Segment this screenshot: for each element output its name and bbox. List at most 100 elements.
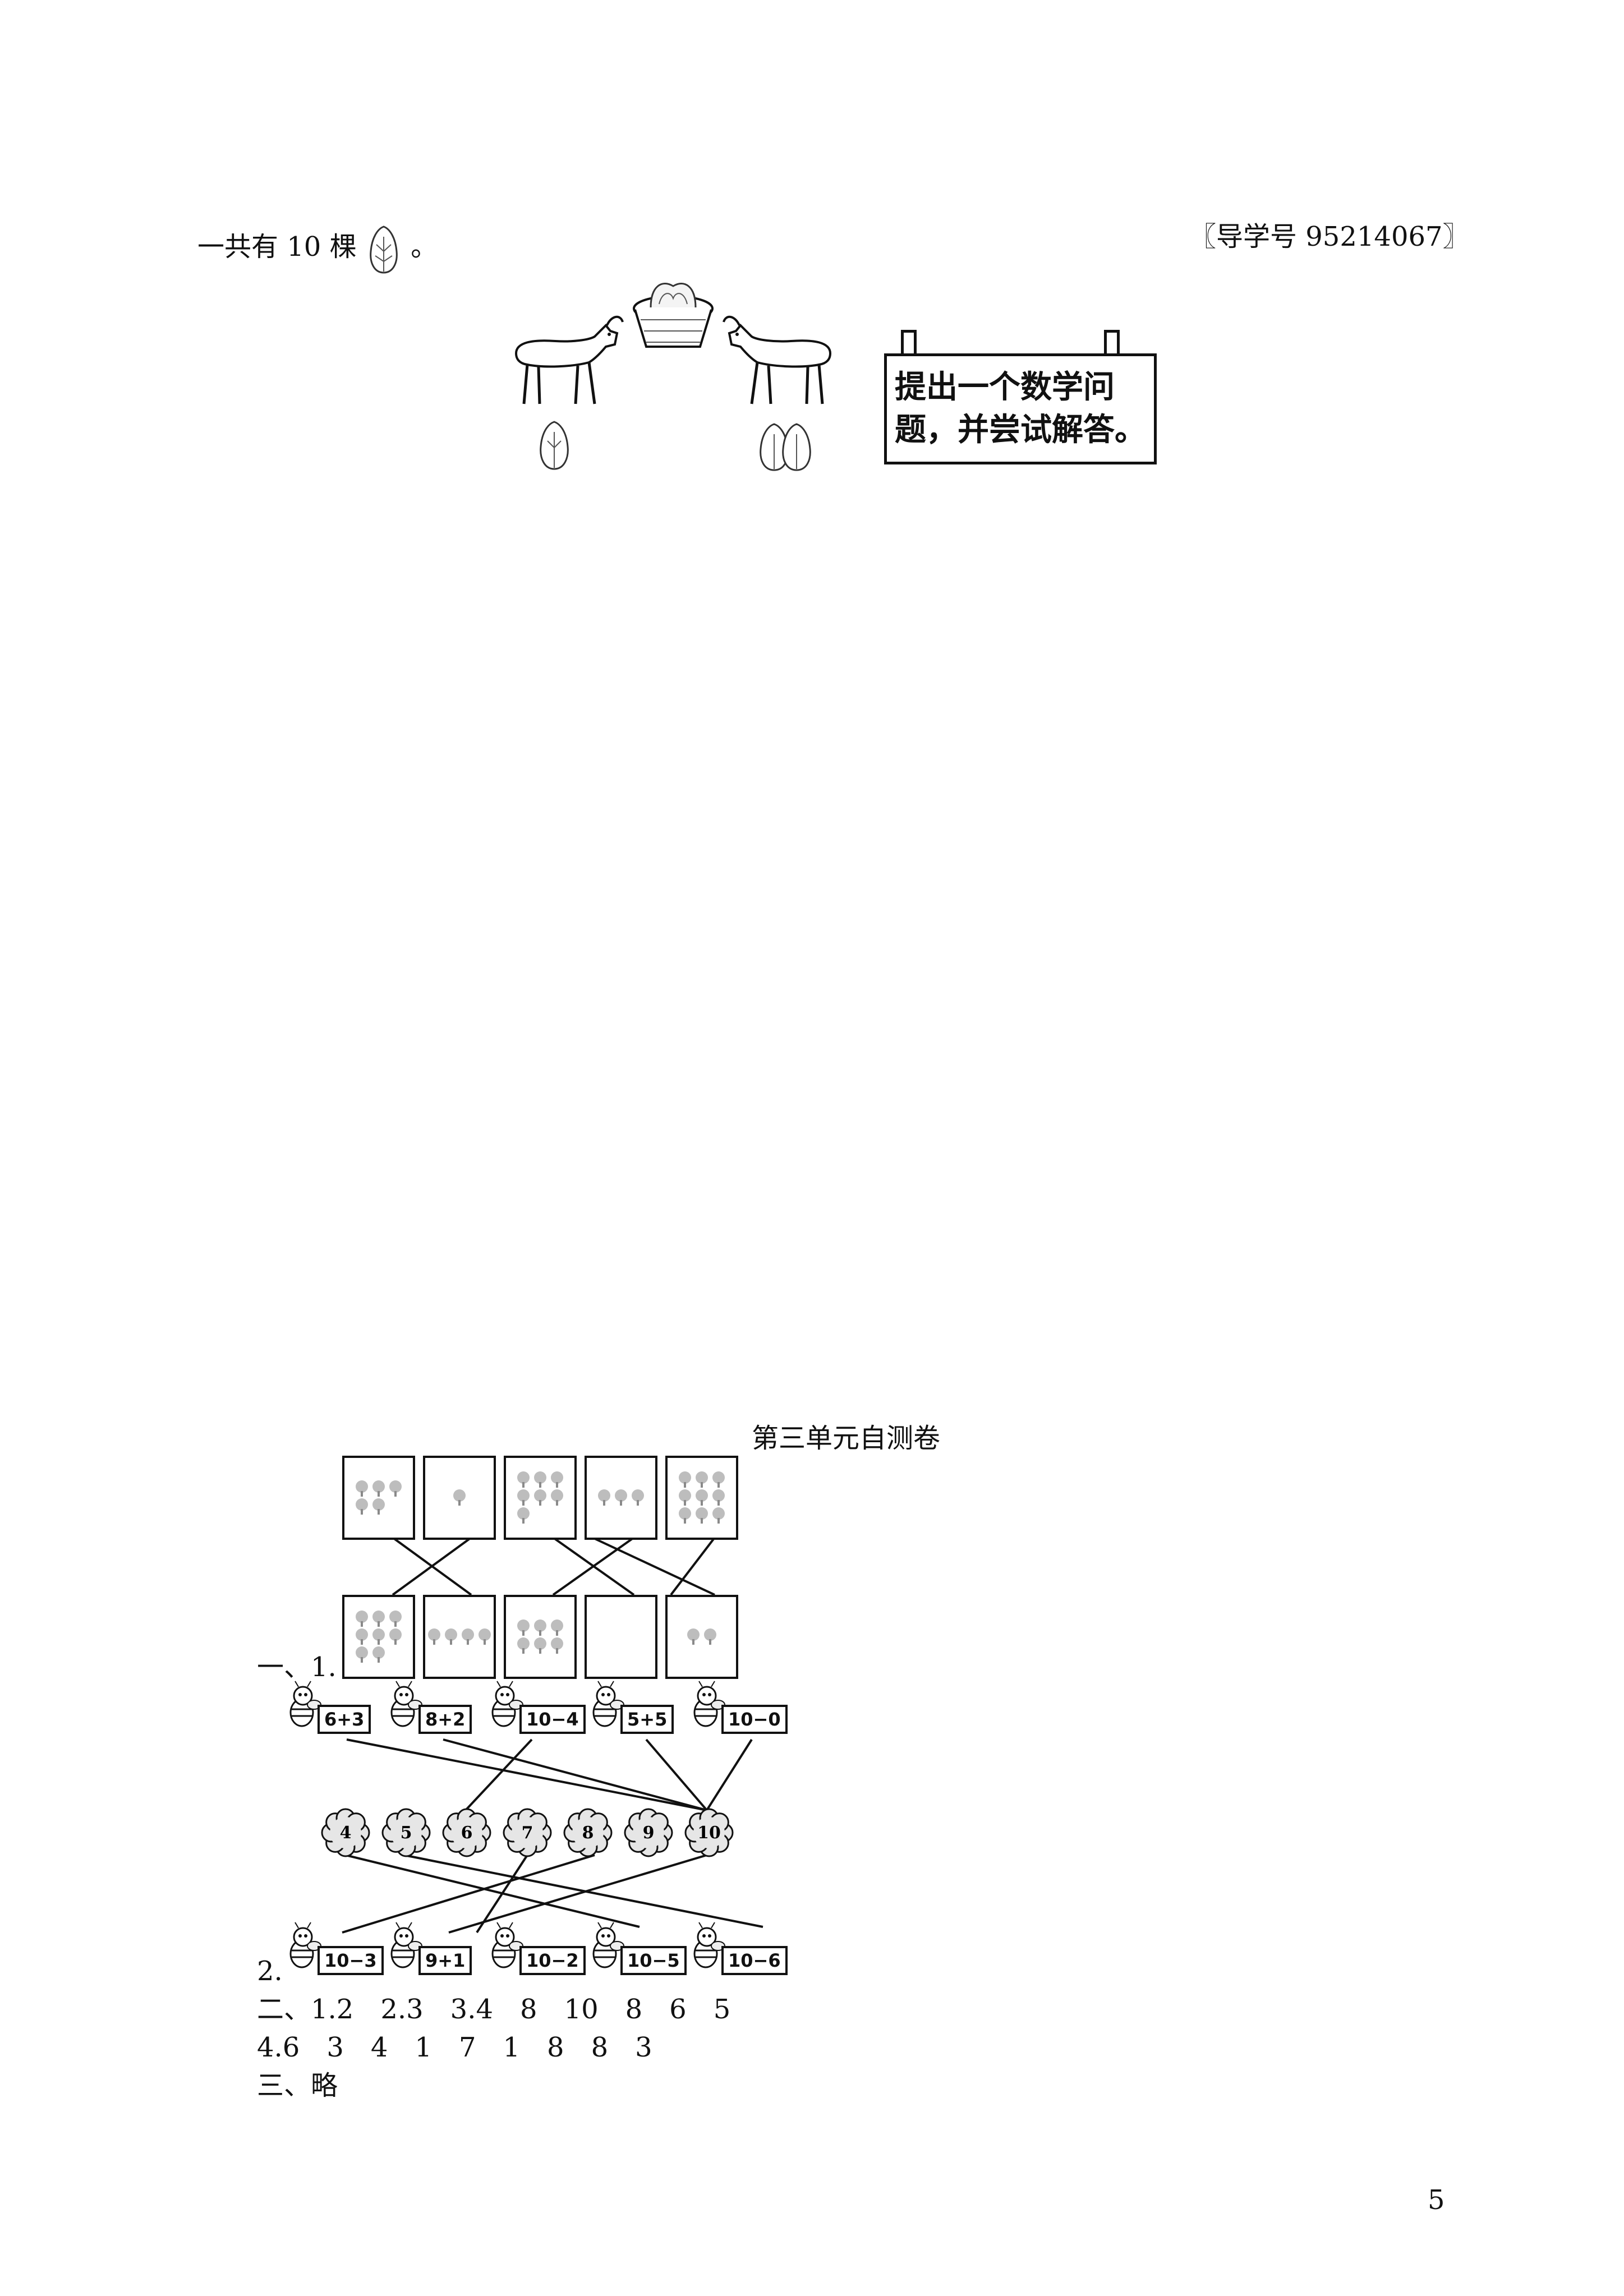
tree-icon — [679, 1507, 691, 1524]
sign-line-1: 提出一个数学问 — [895, 369, 1115, 406]
tree-icon — [534, 1637, 546, 1654]
tree-icon — [462, 1628, 474, 1645]
tree-icon — [534, 1619, 546, 1636]
flower-number: 10 — [697, 1823, 721, 1843]
bee-icon — [491, 1681, 523, 1727]
tree-icon — [517, 1637, 530, 1654]
q1-label: 一、1. — [257, 1651, 337, 1683]
bee-expression-label: 5+5 — [620, 1705, 674, 1734]
tree-icon — [445, 1628, 457, 1645]
bee-icon — [693, 1922, 725, 1968]
tree-card — [342, 1595, 415, 1679]
bee-icon — [289, 1681, 321, 1727]
q2-label: 2. — [257, 1955, 283, 1987]
tree-icon — [372, 1480, 385, 1497]
tree-icon — [356, 1480, 368, 1497]
bee-expression-label: 9+1 — [418, 1946, 472, 1975]
tree-icon — [534, 1471, 546, 1488]
tree-icon — [712, 1507, 725, 1524]
flower-icon: 4 — [321, 1808, 370, 1857]
tree-icon — [372, 1498, 385, 1515]
flower-number: 8 — [582, 1823, 594, 1843]
matching-lines-2 — [342, 1738, 763, 1934]
bee-icon — [289, 1922, 321, 1968]
tree-card — [665, 1595, 738, 1679]
tree-icon — [712, 1489, 725, 1506]
tree-icon — [679, 1489, 691, 1506]
tree-icon — [372, 1646, 385, 1663]
matching-diagram-2: 6+3 8+2 10−4 5+5 10−0 4 5 6 7 8 9 10 10−3 9+1 10−2 10… — [280, 1680, 788, 1983]
flower-icon: 5 — [381, 1808, 431, 1857]
flower-icon: 9 — [624, 1808, 673, 1857]
tree-icon — [551, 1489, 563, 1506]
tree-icon — [517, 1619, 530, 1636]
tree-icon — [551, 1619, 563, 1636]
tree-icon — [389, 1480, 402, 1497]
tree-icon — [712, 1471, 725, 1488]
bee-expression-label: 10−4 — [519, 1705, 586, 1734]
tree-card — [585, 1456, 657, 1540]
tree-card — [342, 1456, 415, 1540]
flower-number: 5 — [401, 1823, 412, 1843]
intro-text: 一共有 10 棵 。 — [197, 223, 438, 275]
answer-line-2: 二、1.2 2.3 3.4 8 10 8 6 5 — [257, 1994, 731, 2025]
tree-icon — [453, 1489, 466, 1506]
tree-icon — [389, 1628, 402, 1645]
tree-icon — [551, 1471, 563, 1488]
matching-lines-1 — [392, 1536, 716, 1596]
answer-line-3: 4.6 3 4 1 7 1 8 8 3 — [257, 2032, 652, 2063]
tree-icon — [679, 1471, 691, 1488]
basket-icon — [633, 283, 714, 348]
tree-icon — [356, 1646, 368, 1663]
matching-diagram-1 — [342, 1456, 740, 1679]
bee-expression-label: 6+3 — [318, 1705, 371, 1734]
answers-title: 第三单元自测卷 — [752, 1423, 941, 1454]
tree-icon — [372, 1611, 385, 1627]
tree-icon — [598, 1489, 610, 1506]
bee-expression-label: 10−2 — [519, 1946, 586, 1975]
sign-line-2: 题，并尝试解答。 — [895, 412, 1146, 448]
tree-icon — [696, 1471, 708, 1488]
goat-right-icon — [723, 316, 832, 404]
tree-icon — [389, 1611, 402, 1627]
tree-icon — [632, 1489, 644, 1506]
bee-icon — [592, 1922, 624, 1968]
tree-icon — [428, 1628, 440, 1645]
goat-left-icon — [514, 316, 624, 404]
flower-number: 4 — [340, 1823, 352, 1843]
tree-icon — [356, 1498, 368, 1515]
tree-icon — [615, 1489, 627, 1506]
tree-icon — [551, 1637, 563, 1654]
tree-icon — [372, 1628, 385, 1645]
tree-card — [585, 1595, 657, 1679]
tree-icon — [517, 1471, 530, 1488]
tree-icon — [356, 1628, 368, 1645]
flower-number: 9 — [643, 1823, 655, 1843]
flower-icon: 8 — [563, 1808, 613, 1857]
flower-number: 6 — [461, 1823, 473, 1843]
tree-card — [665, 1456, 738, 1540]
flower-icon: 6 — [442, 1808, 491, 1857]
intro-prefix: 一共有 10 棵 — [197, 231, 357, 263]
flower-icon: 10 — [684, 1808, 734, 1857]
tree-icon — [534, 1489, 546, 1506]
intro-suffix: 。 — [411, 231, 438, 263]
bee-icon — [390, 1922, 422, 1968]
bee-expression-label: 10−6 — [721, 1946, 788, 1975]
cabbage-left-icon — [540, 421, 569, 470]
bee-expression-label: 8+2 — [418, 1705, 472, 1734]
flower-icon: 7 — [503, 1808, 552, 1857]
bee-expression-label: 10−3 — [318, 1946, 384, 1975]
tree-card — [423, 1456, 496, 1540]
tree-card — [504, 1595, 577, 1679]
tree-card — [423, 1595, 496, 1679]
bee-icon — [390, 1681, 422, 1727]
answer-line-4: 三、略 — [257, 2070, 338, 2101]
goats-basket-illustration — [514, 283, 832, 471]
bee-icon — [491, 1922, 523, 1968]
bee-expression-label: 10−0 — [721, 1705, 788, 1734]
tree-icon — [696, 1507, 708, 1524]
page-number: 5 — [1428, 2184, 1445, 2216]
tree-icon — [704, 1628, 716, 1645]
question-sign: 提出一个数学问 题，并尝试解答。 — [884, 353, 1157, 464]
